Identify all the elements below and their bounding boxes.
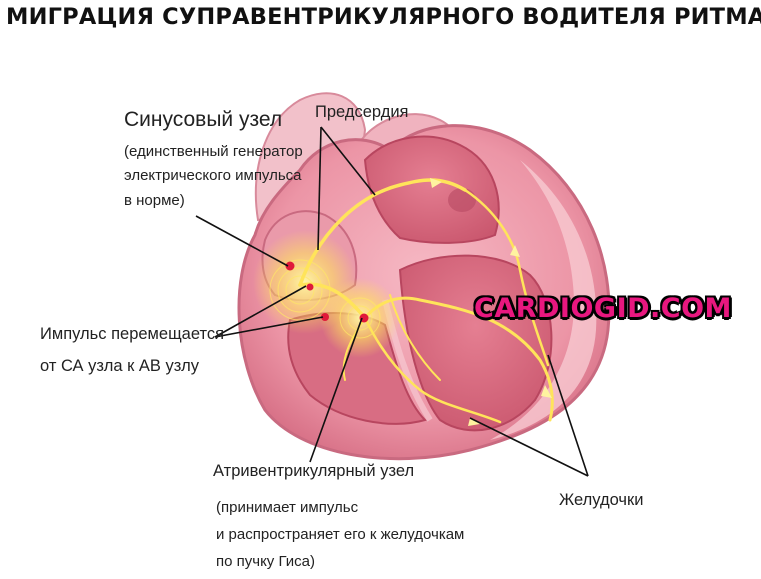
label-impulse-2: от СА узла к АВ узлу xyxy=(40,357,200,375)
label-av-node: Атривентрикулярный узел xyxy=(213,462,415,480)
label-sa-node-desc-2: электрического импульса xyxy=(124,167,302,184)
label-av-node-desc-1: (принимает импульс xyxy=(216,499,359,516)
label-impulse-1: Импульс перемещается xyxy=(40,325,225,343)
conduction-pathways xyxy=(298,178,554,424)
leader-lines xyxy=(195,126,589,477)
label-atria: Предсердия xyxy=(315,103,409,121)
label-sa-node: Синусовый узел xyxy=(124,108,283,131)
internodal-dot-1 xyxy=(306,283,314,291)
label-sa-node-desc-3: в норме) xyxy=(124,192,185,209)
label-av-node-desc-3: по пучку Гиса) xyxy=(216,553,315,570)
watermark-logo: CARDIOGID.COM xyxy=(474,293,732,324)
left-atrium xyxy=(363,135,500,244)
diagram-title: МИГРАЦИЯ СУПРАВЕНТРИКУЛЯРНОГО ВОДИТЕЛЯ Р… xyxy=(6,4,761,30)
label-ventricles: Желудочки xyxy=(559,491,644,509)
left-ventricle xyxy=(398,254,553,432)
internodal-dot-2 xyxy=(321,313,329,321)
label-av-node-desc-2: и распространяет его к желудочкам xyxy=(216,526,465,543)
label-sa-node-desc-1: (единственный генератор xyxy=(124,143,303,160)
sa-node-dot xyxy=(285,261,295,271)
pathway-arrows xyxy=(430,178,552,426)
